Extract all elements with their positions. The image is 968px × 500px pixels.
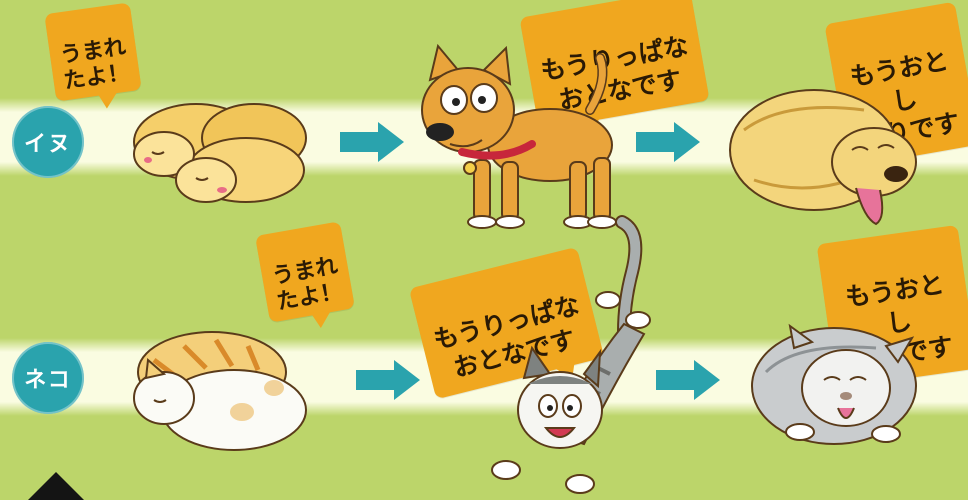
- cat-row-label: ネコ: [12, 342, 84, 414]
- puppies-illustration: [126, 80, 316, 210]
- dog-baby-bubble-text: うまれ たよ！: [58, 34, 131, 94]
- right-arrow-icon: [340, 122, 404, 162]
- adult-dog-illustration: [410, 40, 630, 240]
- adult-cat-illustration: [488, 214, 678, 500]
- corner-decoration: [28, 472, 84, 500]
- dog-row-label: イヌ: [12, 106, 84, 178]
- kittens-illustration: [124, 316, 314, 456]
- right-arrow-icon: [656, 360, 720, 400]
- senior-cat-illustration: [746, 312, 936, 452]
- right-arrow-icon: [356, 360, 420, 400]
- senior-dog-illustration: [724, 70, 924, 230]
- cat-baby-speech-bubble: うまれ たよ！: [255, 221, 355, 323]
- cat-baby-bubble-text: うまれ たよ！: [270, 253, 345, 315]
- right-arrow-icon: [636, 122, 700, 162]
